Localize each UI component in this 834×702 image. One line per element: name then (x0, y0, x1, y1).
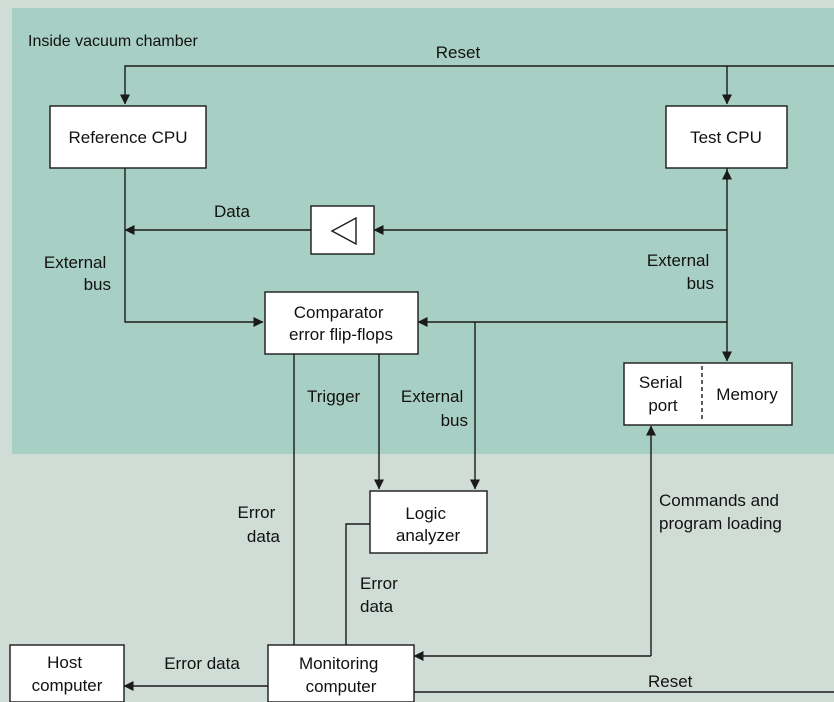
error-data-host-label: Error data (164, 654, 240, 673)
reset-bottom-label: Reset (648, 672, 693, 691)
serial-port-label: Serial port (639, 373, 687, 415)
logic-analyzer-label: Logic analyzer (396, 504, 461, 545)
external-bus-right-label: External bus (647, 251, 714, 293)
external-bus-left-label: External bus (44, 253, 111, 294)
reset-top-label: Reset (436, 43, 481, 62)
buffer-box (310, 205, 375, 255)
reference-cpu-label: Reference CPU (68, 128, 187, 147)
logic-analyzer-box (369, 490, 488, 554)
data-label: Data (214, 202, 250, 221)
comparator-label: Comparator error flip-flops (289, 303, 393, 344)
commands-label: Commands and program loading (659, 491, 784, 533)
reference-cpu-box (49, 105, 207, 169)
vacuum-chamber-label: Inside vacuum chamber (28, 33, 199, 50)
monitoring-computer-box (267, 644, 415, 702)
host-computer-box (9, 644, 125, 702)
connectors (120, 65, 834, 693)
host-computer-label: Host computer (32, 653, 103, 695)
comparator-box (264, 291, 419, 355)
memory-label: Memory (716, 385, 778, 404)
test-cpu-box (665, 105, 788, 169)
triangle-buffer-icon (330, 216, 357, 246)
reference-bus-to-comparator-wire (124, 168, 264, 327)
components (9, 105, 793, 702)
test-cpu-label: Test CPU (690, 128, 762, 147)
external-bus-middle-label: External bus (401, 387, 468, 430)
trigger-label: Trigger (307, 387, 361, 406)
serial-port-memory-box (623, 362, 793, 426)
error-data-analyzer-label: Error data (360, 574, 403, 616)
error-data-left-label: Error data (237, 503, 280, 546)
reset-to-reference-cpu-wire (120, 65, 834, 105)
analyzer-to-monitor-wire (341, 523, 370, 668)
monitoring-computer-label: Monitoring computer (299, 654, 383, 696)
